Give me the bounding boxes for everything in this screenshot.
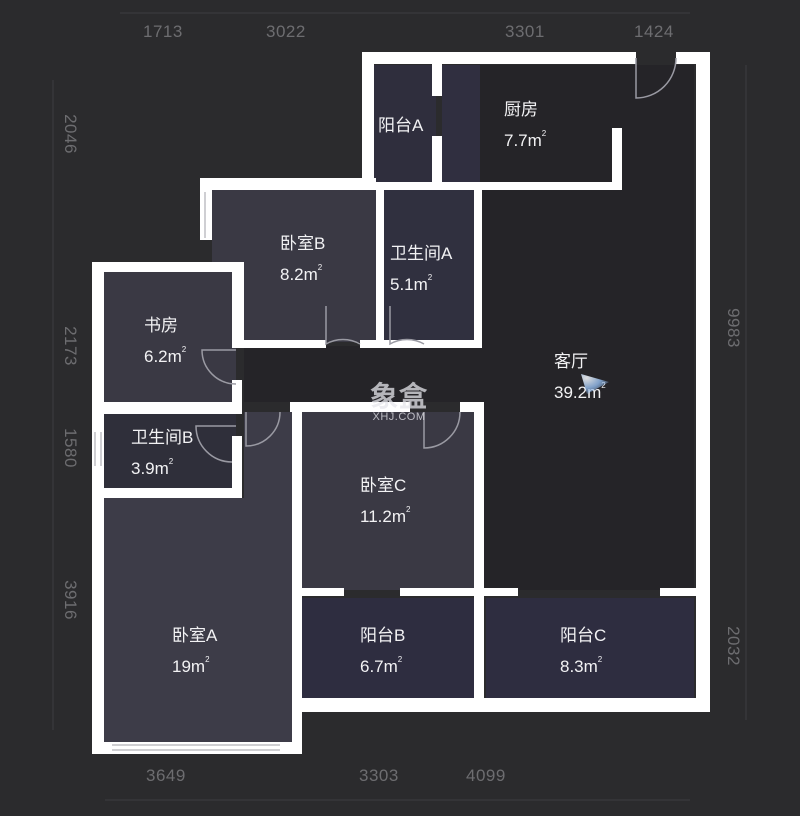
room-name: 书房 [144,316,178,335]
room-bathroom-b[interactable]: 卫生间B 3.9m2 [131,426,193,481]
dim-bottom-2: 3303 [359,766,399,785]
room-study[interactable]: 书房 6.2m2 [144,314,186,369]
dim-right-1: 9983 [723,308,743,348]
room-name: 阳台B [360,626,406,645]
room-fills [104,65,694,744]
room-name: 卫生间B [131,428,194,447]
room-bedroom-c[interactable]: 卧室C 11.2m2 [360,474,410,529]
room-area: 5.1m2 [390,273,433,294]
dim-top-1: 1713 [143,22,183,41]
room-balcony-c[interactable]: 阳台C 8.3m2 [560,624,606,679]
room-name: 卧室B [280,234,326,253]
room-area: 11.2m2 [360,505,411,526]
room-area: 3.9m2 [131,457,174,478]
dim-bottom-1: 3649 [146,766,186,785]
room-balcony-b[interactable]: 阳台B 6.7m2 [360,624,405,679]
room-bedroom-a[interactable]: 卧室A 19m2 [172,624,217,679]
watermark: 象盒 XHJ.COM [370,381,429,424]
view-direction-icon[interactable] [575,372,615,396]
room-name: 阳台A [378,116,424,135]
dim-top-4: 1424 [634,22,674,41]
dim-left-4: 3916 [60,580,80,620]
dim-bottom-3: 4099 [466,766,506,785]
dimension-lines [52,12,747,801]
windows [94,192,280,751]
dim-left-3: 1580 [60,428,80,468]
room-area: 6.2m2 [144,345,187,366]
room-kitchen[interactable]: 厨房 7.7m2 [504,98,546,153]
dim-top-2: 3022 [266,22,306,41]
room-bathroom-a[interactable]: 卫生间A 5.1m2 [390,242,452,297]
watermark-logo: 象盒 [370,381,429,412]
room-name: 卧室A [172,626,218,645]
doors [195,57,677,463]
room-name: 卫生间A [390,244,453,263]
watermark-url: XHJ.COM [372,411,426,423]
room-area: 8.2m2 [280,263,323,284]
room-bedroom-b[interactable]: 卧室B 8.2m2 [280,232,325,287]
room-area: 6.7m2 [360,655,403,676]
room-area: 7.7m2 [504,129,547,150]
dim-right-2: 2032 [723,626,743,666]
room-name: 厨房 [504,100,538,119]
dim-left-2: 2173 [60,326,80,366]
room-name: 卧室C [360,476,407,495]
room-name: 客厅 [554,352,588,371]
room-area: 19m2 [172,655,210,676]
dim-top-3: 3301 [505,22,545,41]
room-name: 阳台C [560,626,607,645]
room-area: 8.3m2 [560,655,603,676]
room-balcony-a[interactable]: 阳台A [378,114,423,138]
dim-left-1: 2046 [60,114,80,154]
